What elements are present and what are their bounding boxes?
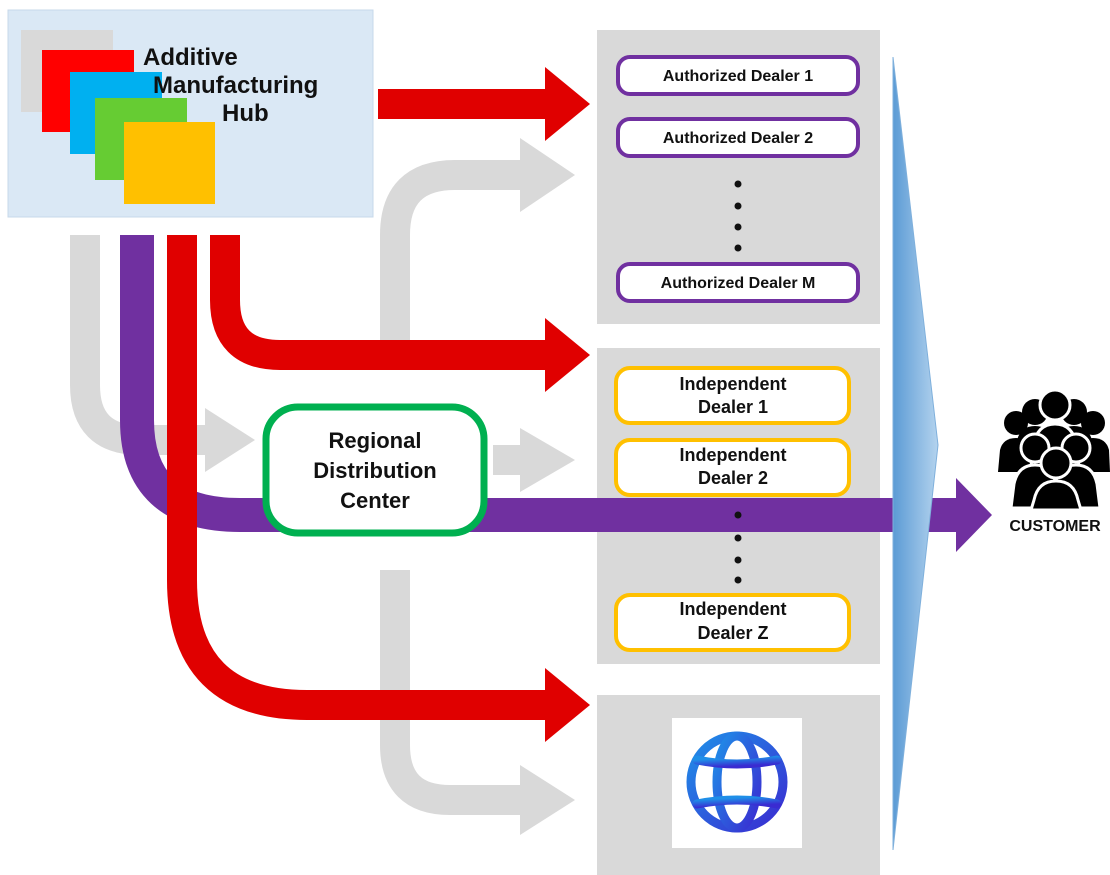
authorized-dealer-box [616, 117, 860, 158]
gray-arrowhead-distribution [205, 408, 255, 472]
independent-dealer-label-line-1: Independent [680, 374, 787, 394]
hub-layers-icon [21, 30, 215, 204]
red-arrowhead-authorized [545, 67, 590, 141]
independent-dealer-label-line-1: Independent [680, 445, 787, 465]
hub-title-line-3: Hub [222, 100, 269, 127]
gray-arrowhead-dealers [520, 138, 575, 212]
purple-arrowhead-customer [956, 478, 992, 552]
red-arrowhead-independent [545, 318, 590, 392]
direct-flow-online-shaft [167, 235, 550, 720]
channel-funnel [892, 56, 939, 851]
red-arrowhead-online [545, 668, 590, 742]
customer-label: CUSTOMER [1009, 518, 1101, 535]
authorized-dealer-label: Authorized Dealer 2 [663, 130, 813, 147]
direct-flow-independent-shaft [210, 235, 550, 370]
globe-icon [686, 731, 788, 833]
authorized-dealer-label: Authorized Dealer M [661, 275, 816, 292]
customer-group-icon [998, 388, 1110, 512]
gray-arrowhead-independent [520, 428, 575, 492]
independent-dealers-ellipsis [734, 511, 742, 584]
independent-dealer-label-line-2: Dealer 1 [698, 397, 768, 417]
gray-arrowhead-online [520, 765, 575, 835]
regional-center-line-3: Center [340, 488, 410, 513]
authorized-dealers-ellipsis [734, 180, 742, 252]
regional-distribution-center [262, 403, 488, 537]
hub-title-line-1: Additive [143, 44, 238, 71]
authorized-dealer-box [616, 262, 860, 303]
authorized-dealer-box [616, 55, 860, 96]
purple-flow-path [120, 235, 880, 532]
hub-title-line-2: Manufacturing [153, 72, 318, 99]
independent-dealer-label-line-2: Dealer Z [697, 623, 768, 643]
regional-center-line-2: Distribution [313, 458, 436, 483]
regional-center-line-1: Regional [329, 428, 422, 453]
independent-dealer-box [614, 593, 851, 652]
direct-flows [167, 89, 550, 720]
independent-dealer-label-line-1: Independent [680, 599, 787, 619]
distribution-to-dealers-gray-flow [380, 160, 520, 345]
authorized-dealer-label: Authorized Dealer 1 [663, 68, 813, 85]
independent-dealer-box [614, 438, 851, 497]
distribution-to-online-gray-flow [380, 570, 520, 815]
independent-dealer-label-line-2: Dealer 2 [698, 468, 768, 488]
independent-dealer-box [614, 366, 851, 425]
